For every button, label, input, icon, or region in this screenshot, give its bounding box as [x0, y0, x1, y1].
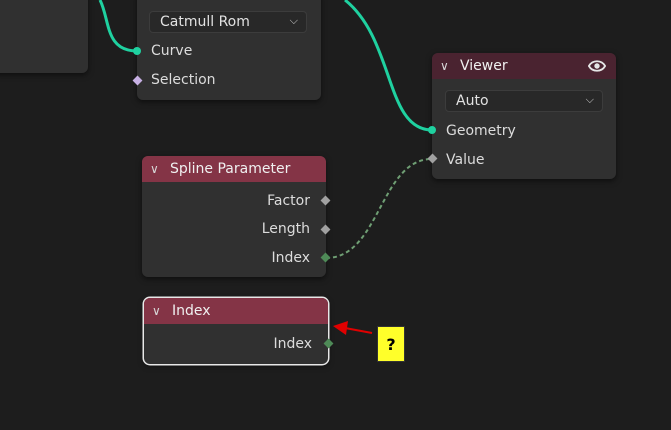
index-header[interactable]: ∨ Index [144, 298, 328, 324]
index-title: Index [172, 303, 211, 319]
geometry-input-socket[interactable] [428, 126, 436, 134]
spline-parameter-title: Spline Parameter [170, 161, 291, 177]
arrow-icon [333, 321, 373, 335]
eye-icon[interactable] [588, 57, 606, 75]
curve-input-socket[interactable] [133, 47, 141, 55]
chevron-down-icon[interactable]: ∨ [440, 59, 449, 73]
selection-input-label: Selection [151, 72, 216, 88]
spline-parameter-node[interactable]: ∨ Spline Parameter Factor Length Index [142, 156, 326, 277]
chevron-down-icon: ⌵ [289, 14, 298, 27]
link-curve [98, 0, 138, 53]
viewer-domain-dropdown[interactable]: Auto ⌵ [445, 90, 603, 112]
length-output-label: Length [261, 221, 310, 237]
index-node-output-label: Index [273, 336, 312, 352]
link-geometry [344, 0, 433, 132]
chevron-down-icon[interactable]: ∨ [150, 162, 159, 176]
curve-node: Catmull Rom ⌵ Curve Selection [137, 0, 321, 100]
viewer-domain-value: Auto [456, 93, 489, 109]
chevron-down-icon: ⌵ [585, 93, 594, 106]
index-node[interactable]: ∨ Index Index [144, 298, 328, 364]
viewer-node[interactable]: ∨ Viewer Auto ⌵ Geometry Value [432, 53, 616, 179]
index-output-label: Index [271, 250, 310, 266]
partial-node-left [0, 0, 88, 73]
spline-type-value: Catmull Rom [160, 14, 250, 30]
geometry-input-label: Geometry [446, 123, 516, 139]
callout-text: ? [386, 334, 396, 354]
curve-input-label: Curve [151, 43, 193, 59]
spline-type-dropdown[interactable]: Catmull Rom ⌵ [149, 11, 307, 33]
value-input-label: Value [446, 152, 485, 168]
factor-output-label: Factor [267, 193, 310, 209]
viewer-header[interactable]: ∨ Viewer [432, 53, 616, 79]
viewer-title: Viewer [460, 58, 508, 74]
question-callout: ? [377, 326, 405, 362]
spline-parameter-header[interactable]: ∨ Spline Parameter [142, 156, 326, 182]
chevron-down-icon[interactable]: ∨ [152, 304, 161, 318]
link-index-value [325, 158, 433, 259]
